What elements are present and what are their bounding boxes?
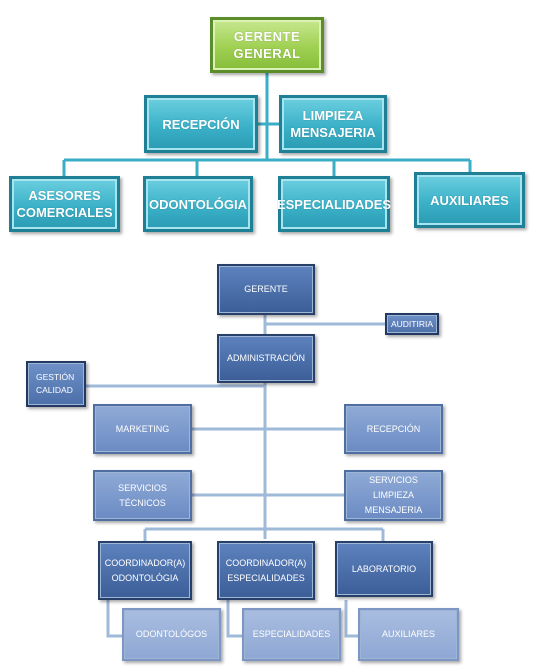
administration-label: ADMINISTRACIÓN — [226, 353, 305, 363]
cleaning-services-box: SERVICIOS LIMPIEZA MENSAJERIA — [344, 470, 443, 521]
reception-label: RECEPCIÓN — [162, 116, 240, 132]
marketing-label: MARKETING — [115, 423, 170, 434]
quality-label-line1: GESTIÓN — [36, 372, 75, 382]
org-chart-detailed: GERENTE AUDITIRIA ADMINISTRACIÓN GESTIÓN… — [0, 255, 539, 672]
specialties-coordinator-box: COORDINADOR(A) ESPECIALIDADES — [217, 541, 315, 600]
quality-management-box: GESTIÓN CALIDAD — [26, 361, 86, 407]
advisors-label-line2: COMERCIALES — [16, 205, 113, 220]
reception-detailed-label: RECEPCIÓN — [366, 423, 421, 434]
org-chart-general: GERENTE GENERAL RECEPCIÓN LIMPIEZA MENSA… — [0, 0, 539, 250]
laboratory-label: LABORATORIO — [351, 563, 417, 574]
technical-label-line1: SERVICIOS — [118, 482, 167, 493]
dentistry-coordinator-line2: ODONTOLÓGIA — [111, 572, 179, 583]
laboratory-box: LABORATORIO — [335, 541, 433, 597]
cleaning-services-line2: LIMPIEZA — [372, 490, 414, 500]
lab-assistants-label: AUXILIARES — [381, 629, 436, 639]
specialties-box: ESPECIALIDADES — [276, 176, 392, 232]
manager-box: GERENTE — [217, 264, 315, 315]
dentistry-coordinator-box: COORDINADOR(A) ODONTOLÓGIA — [98, 541, 192, 600]
dentistry-label: ODONTOLÓGIA — [149, 196, 247, 212]
audit-label: AUDITIRIA — [390, 318, 434, 329]
lab-assistants-box: AUXILIARES — [358, 608, 459, 661]
dentists-box: ODONTOLÓGOS — [122, 608, 221, 661]
cleaning-label-line2: MENSAJERIA — [290, 125, 376, 140]
manager-label: GERENTE — [244, 284, 288, 294]
assistants-label: AUXILIARES — [430, 192, 509, 208]
commercial-advisors-box: ASESORES COMERCIALES — [9, 176, 120, 232]
marketing-box: MARKETING — [93, 404, 192, 454]
cleaning-services-line3: MENSAJERIA — [364, 505, 423, 515]
specialists-box: ESPECIALIDADES — [242, 608, 341, 661]
dentists-label: ODONTOLÓGOS — [135, 629, 208, 639]
cleaning-label-line1: LIMPIEZA — [302, 108, 364, 123]
cleaning-services-line1: SERVICIOS — [369, 475, 418, 485]
general-manager-label-line1: GERENTE — [233, 29, 301, 44]
technical-label-line2: TÉCNICOS — [119, 497, 166, 508]
reception-box-detailed: RECEPCIÓN — [344, 404, 443, 454]
specialties-coordinator-line2: ESPECIALIDADES — [227, 572, 305, 583]
specialists-label: ESPECIALIDADES — [252, 629, 331, 639]
advisors-label-line1: ASESORES — [28, 188, 101, 203]
administration-box: ADMINISTRACIÓN — [217, 334, 315, 383]
general-manager-label-line2: GENERAL — [233, 46, 301, 61]
dentistry-box: ODONTOLÓGIA — [143, 176, 253, 232]
specialties-coordinator-line1: COORDINADOR(A) — [225, 557, 307, 568]
quality-label-line2: CALIDAD — [36, 385, 73, 395]
assistants-box: AUXILIARES — [414, 172, 525, 228]
cleaning-messaging-box: LIMPIEZA MENSAJERIA — [279, 95, 387, 153]
dentistry-coordinator-line1: COORDINADOR(A) — [104, 557, 186, 568]
general-manager-box: GERENTE GENERAL — [210, 17, 324, 73]
specialties-label: ESPECIALIDADES — [276, 196, 392, 212]
reception-box: RECEPCIÓN — [144, 95, 258, 153]
technical-services-box: SERVICIOS TÉCNICOS — [93, 470, 192, 521]
audit-box: AUDITIRIA — [385, 313, 439, 335]
